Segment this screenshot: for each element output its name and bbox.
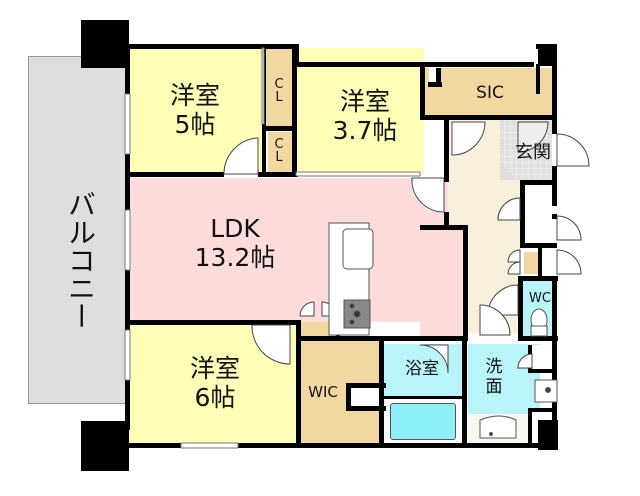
room-sic-label: SIC	[460, 83, 520, 104]
room-entrance-label: 玄関	[508, 142, 558, 164]
room-name: 浴室	[405, 359, 439, 379]
room-name: 玄関	[515, 142, 551, 163]
closet-2	[268, 132, 292, 174]
room-bathroom	[384, 344, 462, 398]
room-western-5-label: 洋室 5帖	[155, 81, 235, 140]
balcony-label: バルコニー	[58, 190, 97, 330]
closet-2-label: CL	[268, 138, 290, 164]
room-name: 洋室	[339, 87, 390, 116]
closet-label: CL	[274, 77, 284, 105]
room-name: 洗面	[485, 357, 503, 397]
room-name: LDK	[210, 214, 260, 243]
room-bathroom-label: 浴室	[394, 359, 450, 380]
room-ldk	[128, 178, 448, 322]
room-sic	[424, 68, 552, 118]
closet-1-label: CL	[268, 78, 290, 104]
room-western-3-7	[296, 48, 424, 174]
room-pantry	[300, 322, 336, 340]
balcony-text: バルコニー	[64, 190, 97, 330]
room-size: 5帖	[174, 109, 216, 139]
room-washroom-label: 洗面	[480, 357, 508, 397]
balcony	[28, 56, 128, 404]
shoe-closet	[524, 252, 540, 274]
closet-1	[264, 48, 292, 128]
room-size: 6帖	[194, 382, 236, 412]
closet-label: CL	[274, 137, 284, 165]
room-name: WC	[529, 291, 551, 306]
room-size: 3.7帖	[332, 115, 398, 145]
room-western-3-7-label: 洋室 3.7帖	[325, 87, 405, 146]
room-size: 13.2帖	[194, 242, 276, 272]
bathtub	[390, 403, 456, 440]
room-name: 洋室	[189, 354, 240, 383]
room-name: SIC	[476, 83, 504, 103]
room-name: 洋室	[169, 81, 220, 110]
room-ldk-label: LDK 13.2帖	[180, 214, 290, 273]
room-wc-label: WC	[524, 291, 556, 307]
room-name: WIC	[308, 383, 338, 401]
room-wic-label: WIC	[298, 383, 348, 401]
room-western-6-label: 洋室 6帖	[175, 354, 255, 413]
room-ldk-ext	[420, 228, 466, 336]
